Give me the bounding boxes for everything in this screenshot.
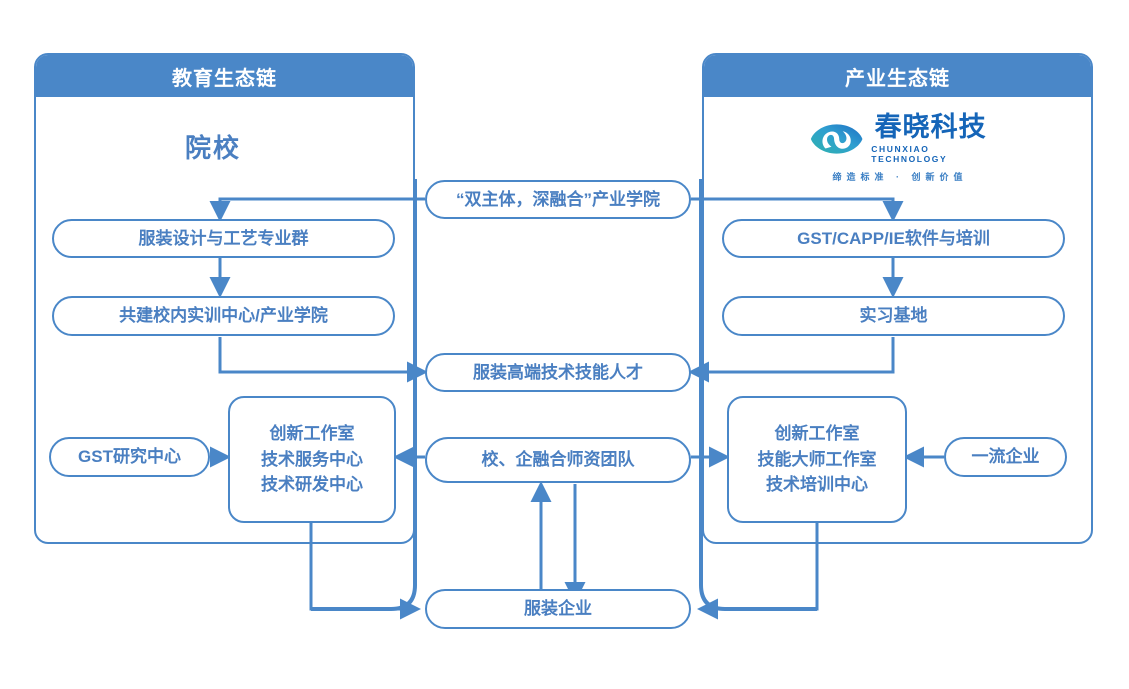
education-chain-title: 教育生态链 — [36, 55, 413, 97]
node-gst-research-center[interactable]: GST研究中心 — [49, 437, 210, 477]
industry-chain-title: 产业生态链 — [704, 55, 1091, 97]
left-innovation-line-3: 技术研发中心 — [261, 475, 363, 495]
chunxiao-logo: 春晓科技 CHUNXIAO TECHNOLOGY 缔造标准 · 创新价值 — [810, 114, 990, 183]
right-innovation-line-2: 技能大师工作室 — [757, 449, 877, 469]
node-left-innovation-centers[interactable]: 创新工作室 技术服务中心 技术研发中心 — [228, 396, 396, 523]
logo-name-en: CHUNXIAO TECHNOLOGY — [871, 144, 948, 164]
node-right-innovation-centers[interactable]: 创新工作室 技能大师工作室 技术培训中心 — [727, 396, 907, 523]
node-campus-training-center[interactable]: 共建校内实训中心/产业学院 — [52, 296, 395, 336]
logo-slogan: 缔造标准 · 创新价值 — [832, 172, 968, 182]
node-first-class-enterprise[interactable]: 一流企业 — [944, 437, 1067, 477]
node-high-end-apparel-talent[interactable]: 服装高端技术技能人才 — [425, 353, 691, 392]
node-apparel-company[interactable]: 服装企业 — [425, 589, 691, 629]
right-innovation-line-1: 创新工作室 — [774, 424, 860, 444]
left-innovation-line-1: 创新工作室 — [269, 424, 355, 444]
right-innovation-line-3: 技术培训中心 — [766, 475, 868, 495]
node-gst-capp-ie-software-training[interactable]: GST/CAPP/IE软件与培训 — [722, 219, 1065, 258]
node-dual-subject-industry-college[interactable]: “双主体，深融合”产业学院 — [425, 180, 691, 219]
node-school-enterprise-faculty-team[interactable]: 校、企融合师资团队 — [425, 437, 691, 483]
node-apparel-design-major-group[interactable]: 服装设计与工艺专业群 — [52, 219, 395, 258]
node-internship-base[interactable]: 实习基地 — [722, 296, 1065, 336]
logo-name-cn: 春晓科技 — [874, 112, 987, 142]
left-innovation-line-2: 技术服务中心 — [261, 449, 363, 469]
chunxiao-eye-logo-icon — [810, 124, 863, 154]
school-section-title: 院校 — [185, 133, 242, 163]
